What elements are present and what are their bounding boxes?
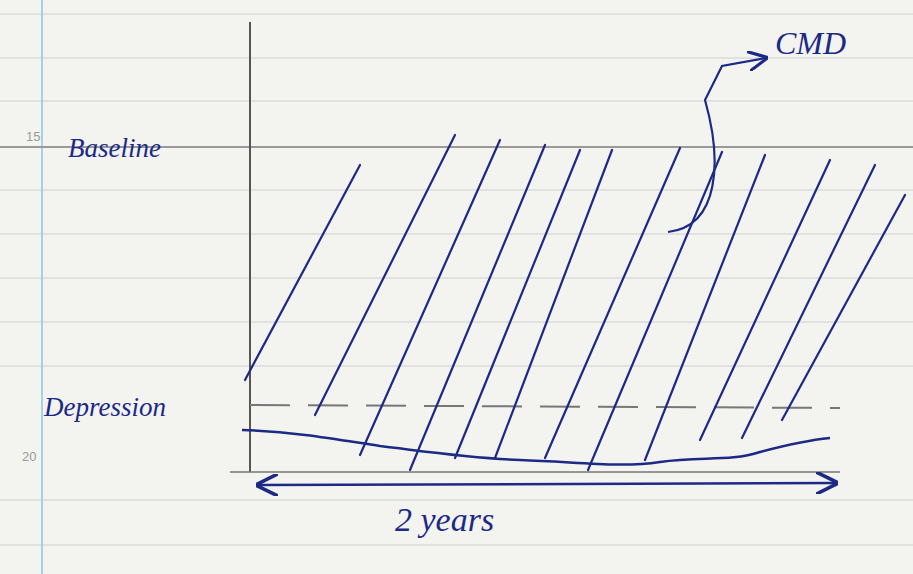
ruled-line — [0, 189, 913, 190]
hatch-line — [495, 150, 612, 458]
ruled-lines — [0, 14, 913, 545]
depression-line — [250, 405, 840, 408]
ruled-line — [0, 321, 913, 322]
hatch-line — [315, 135, 455, 415]
ruled-line — [0, 13, 913, 14]
ruled-line — [0, 100, 913, 101]
duration-label: 2 years — [395, 501, 494, 538]
hatch-line — [645, 155, 765, 460]
hatch-line — [782, 195, 905, 420]
trajectory-curve — [242, 430, 830, 465]
x-axis — [230, 471, 840, 473]
hatch-line — [700, 160, 830, 440]
hatch-line — [455, 150, 580, 458]
hatch-line — [742, 165, 875, 438]
margin-line — [41, 0, 43, 574]
line-number: 20 — [22, 450, 36, 464]
hatch-line — [245, 165, 360, 380]
line-number: 15 — [26, 130, 40, 144]
ruled-line — [0, 499, 913, 500]
ruled-line — [0, 544, 913, 545]
region-label: CMD — [775, 26, 846, 61]
hatch-line — [360, 140, 500, 455]
axis-level-label: Baseline — [68, 134, 161, 164]
hatch-line — [588, 152, 722, 470]
axis-level-label: Depression — [44, 393, 166, 423]
ruled-line — [0, 233, 913, 234]
hatch-line — [410, 145, 545, 470]
cmd-hatching — [245, 135, 905, 470]
duration-arrow — [258, 483, 836, 485]
callout-arrow — [668, 58, 766, 232]
